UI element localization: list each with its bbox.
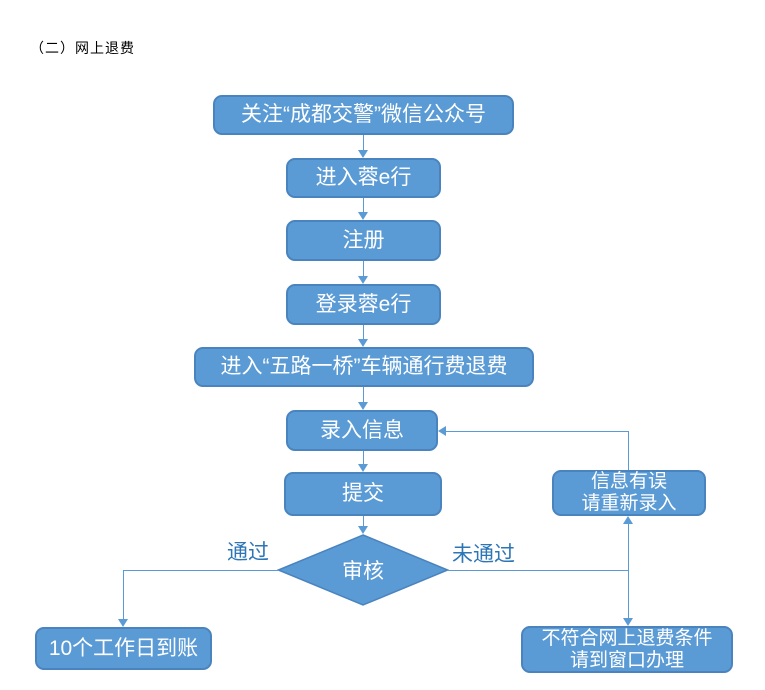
connector-feedback-horizontal: [446, 431, 628, 432]
arrowhead-follow-to-enter: [358, 150, 368, 158]
connector-enter-to-register: [363, 198, 364, 212]
node-enter-refund-page: 进入“五路一桥”车辆通行费退费: [194, 347, 534, 387]
node-not-eligible-line1: 不符合网上退费条件: [541, 627, 713, 649]
node-register: 注册: [286, 220, 441, 261]
arrowhead-fail-to-not-eligible: [623, 618, 633, 626]
connector-fail-horizontal: [448, 570, 628, 571]
node-follow-account: 关注“成都交警”微信公众号: [213, 95, 514, 135]
node-input-info: 录入信息: [286, 410, 438, 451]
connector-pass-horizontal: [123, 570, 278, 571]
arrowhead-feedback-to-input: [438, 426, 446, 436]
connector-refundpage-to-input: [363, 387, 364, 402]
node-enter-rongexing: 进入蓉e行: [286, 158, 441, 198]
arrowhead-input-to-submit: [358, 464, 368, 472]
arrowhead-register-to-login: [358, 276, 368, 284]
connector-feedback-vertical: [628, 431, 629, 470]
node-login-rongexing: 登录蓉e行: [286, 284, 441, 325]
flow-title: （二）网上退费: [30, 40, 135, 56]
review-diamond-shape: [277, 534, 449, 606]
node-not-eligible: 不符合网上退费条件 请到窗口办理: [521, 626, 733, 673]
arrowhead-enter-to-register: [358, 212, 368, 220]
arrowhead-login-to-refundpage: [358, 339, 368, 347]
label-pass: 通过: [227, 541, 269, 564]
node-not-eligible-line2: 请到窗口办理: [569, 649, 684, 671]
connector-follow-to-enter: [363, 135, 364, 150]
arrowhead-submit-to-review: [358, 526, 368, 534]
arrowhead-refundpage-to-input: [358, 402, 368, 410]
node-submit: 提交: [284, 472, 442, 516]
label-fail: 未通过: [452, 543, 515, 566]
node-info-error-line1: 信息有误: [590, 471, 667, 492]
arrowhead-pass-to-arrival: [118, 619, 128, 627]
node-info-error: 信息有误 请重新录入: [552, 470, 706, 516]
decision-review: 审核: [277, 534, 449, 606]
connector-submit-to-review: [363, 516, 364, 526]
connector-register-to-login: [363, 261, 364, 276]
connector-input-to-submit: [363, 451, 364, 464]
decision-review-label: 审核: [342, 560, 384, 583]
node-arrival: 10个工作日到账: [35, 627, 212, 670]
connector-pass-vertical: [123, 570, 124, 619]
connector-login-to-refundpage: [363, 325, 364, 339]
node-info-error-line2: 请重新录入: [581, 493, 677, 514]
connector-fail-up-vertical: [628, 524, 629, 570]
connector-fail-down-vertical: [628, 570, 629, 618]
arrowhead-fail-to-info-error: [623, 516, 633, 524]
